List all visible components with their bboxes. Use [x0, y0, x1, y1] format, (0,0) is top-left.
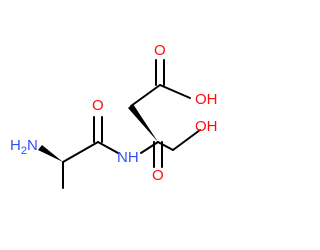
- stereo-wedge-aspartate: [128, 104, 158, 142]
- amide-oxygen-label: O: [92, 97, 104, 114]
- structural-formula: H2N O NH O OH OH O: [10, 42, 218, 189]
- amide-nitrogen-label: NH: [117, 149, 139, 166]
- amine-n-label: N: [27, 137, 38, 154]
- bond-nitrogen-to-alpha-carbon: [140, 141, 159, 154]
- amine-subscript: 2: [21, 145, 27, 157]
- bond-carboxyl-carbon-to-hydroxyl: [172, 129, 201, 151]
- carboxyl-carbonyl-oxygen-label: O: [152, 167, 164, 184]
- bond-amide-carbon-to-nitrogen: [97, 141, 119, 154]
- bond-side-chain-ch2-to-carbonyl: [130, 84, 161, 107]
- side-chain-carbonyl-oxygen-label: O: [154, 42, 166, 59]
- carboxyl-hydroxyl-label: OH: [195, 118, 218, 135]
- bond-alpha-carbon-to-amide-carbon: [62, 141, 99, 163]
- bond-side-chain-carbon-to-hydroxyl: [159, 84, 191, 99]
- side-chain-hydroxyl-label: OH: [195, 91, 218, 108]
- amine-h-label: H: [10, 137, 21, 154]
- stereo-wedge-alanine: [38, 145, 63, 162]
- amine-label: H2N: [10, 137, 38, 157]
- bond-alpha-carbon-to-carboxyl-carbon: [157, 141, 174, 151]
